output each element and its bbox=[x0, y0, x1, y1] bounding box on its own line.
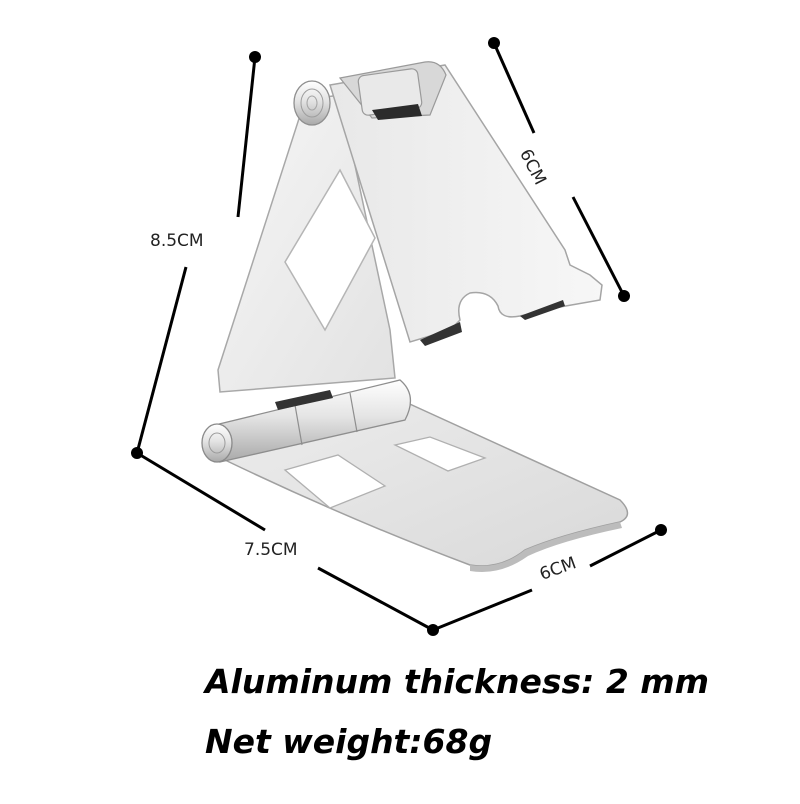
top-width-line-upper bbox=[492, 42, 536, 134]
bottom-hinge bbox=[201, 379, 412, 463]
top-width-dot-top bbox=[488, 37, 500, 49]
base-length-dimension-label: 7.5CM bbox=[244, 540, 298, 560]
rear-support-plate bbox=[217, 94, 396, 393]
front-holder-plate bbox=[329, 61, 603, 346]
top-hinge-knob bbox=[293, 80, 331, 126]
base-width-line-lower bbox=[432, 588, 533, 632]
thickness-spec: Aluminum thickness: 2 mm bbox=[205, 662, 710, 701]
top-width-line-lower bbox=[571, 196, 626, 297]
height-dot-top bbox=[249, 51, 261, 63]
top-width-dot-bottom bbox=[618, 290, 630, 302]
base-width-line-upper bbox=[589, 528, 662, 568]
height-line-lower bbox=[135, 266, 188, 454]
base-length-line-lower bbox=[317, 566, 434, 632]
base-length-line-upper bbox=[136, 451, 266, 532]
weight-spec: Net weight:68g bbox=[205, 722, 493, 761]
height-line-upper bbox=[236, 56, 257, 218]
base-width-dot bbox=[655, 524, 667, 536]
dimension-lines bbox=[131, 37, 667, 636]
height-dimension-label: 8.5CM bbox=[150, 231, 204, 251]
